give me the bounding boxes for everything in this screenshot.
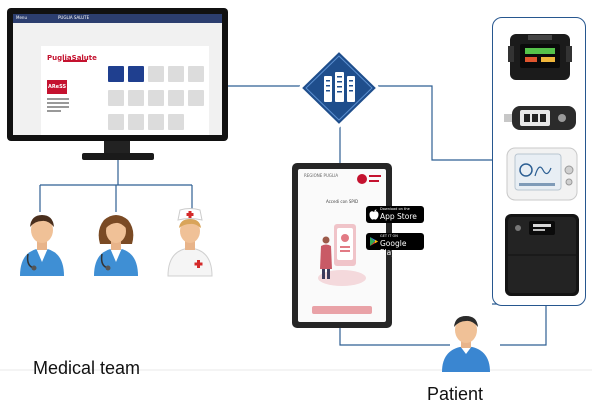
nurse-icon: [167, 208, 213, 277]
portal-tile[interactable]: [168, 114, 184, 130]
monitor-base: [82, 153, 154, 160]
portal-card: PugliaSalute AReSS: [41, 46, 209, 135]
app-store-label: App Store: [380, 212, 417, 221]
portal-header-left: Menu: [16, 15, 27, 20]
portal-tile[interactable]: [188, 90, 204, 106]
patient-label: Patient: [427, 384, 484, 404]
blood-pressure-monitor-icon: [506, 147, 578, 201]
smart-scale-icon: [505, 214, 579, 296]
portal-tile[interactable]: [128, 114, 144, 130]
portal-tile[interactable]: [148, 114, 164, 130]
portal-tile[interactable]: [148, 90, 164, 106]
portal-tile[interactable]: [128, 66, 144, 82]
portal-tile[interactable]: [188, 66, 204, 82]
login-button[interactable]: [312, 306, 372, 314]
region-logo: REGIONE PUGLIA: [304, 173, 339, 178]
portal-tile[interactable]: [168, 90, 184, 106]
portal-tile[interactable]: [108, 114, 124, 130]
glucometer-icon: [504, 106, 576, 130]
portal-tile[interactable]: [108, 90, 124, 106]
app-store-small-text: Download on the: [380, 207, 410, 211]
portal-tile[interactable]: [128, 90, 144, 106]
app-store-badge[interactable]: Download on the App Store: [366, 206, 424, 223]
portal-tile[interactable]: [108, 66, 124, 82]
monitor-stand: [104, 141, 130, 155]
logo-underline: [63, 60, 87, 62]
spid-heading: Accedi con SPID: [325, 199, 359, 204]
portal-header: Menu PUGLIA SALUTE: [13, 14, 222, 23]
doctor-icon: [20, 215, 64, 276]
medical-team-label: Medical team: [33, 358, 141, 378]
google-play-icon: [370, 237, 378, 246]
server-icon: [298, 48, 380, 128]
portal-header-title: PUGLIA SALUTE: [58, 15, 90, 20]
tablet-screen: REGIONE PUGLIA Accedi con SPID: [298, 169, 386, 322]
portal-tile[interactable]: [148, 66, 164, 82]
aress-caption: [47, 98, 69, 114]
monitor: Menu PUGLIA SALUTE PugliaSalute AReSS: [7, 8, 228, 141]
apple-icon: [369, 209, 379, 220]
google-play-badge[interactable]: GET IT ON Google Play: [366, 233, 424, 257]
portal-screen: Menu PUGLIA SALUTE PugliaSalute AReSS: [13, 14, 222, 135]
patient-icon: [442, 316, 490, 372]
google-play-small-text: GET IT ON: [380, 234, 398, 238]
doctor-icon: [94, 215, 138, 276]
tablet: REGIONE PUGLIA Accedi con SPID: [292, 163, 392, 328]
phone-illustration: [318, 224, 366, 286]
puglia-salute-app-logo: [357, 174, 381, 184]
aress-logo: AReSS: [47, 80, 67, 94]
puglia-salute-logo: PugliaSalute: [47, 54, 97, 62]
portal-tile[interactable]: [168, 66, 184, 82]
ecg-holter-icon: [508, 34, 572, 80]
google-play-label: Google Play: [380, 239, 407, 257]
